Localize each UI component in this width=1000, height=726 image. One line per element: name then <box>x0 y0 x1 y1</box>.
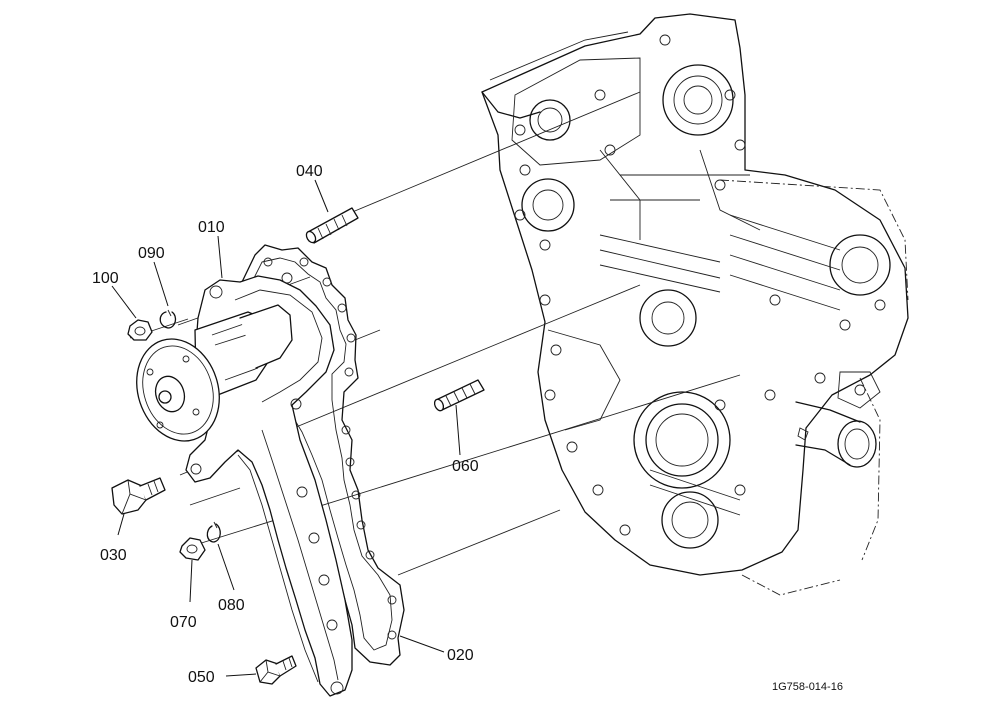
callout-080: 080 <box>218 597 245 614</box>
callout-060: 060 <box>452 458 479 475</box>
callout-090: 090 <box>138 245 165 262</box>
nut-070 <box>179 537 206 561</box>
callout-leaders <box>111 179 461 677</box>
drawing-code: 1G758-014-16 <box>772 681 843 693</box>
callout-070: 070 <box>170 614 197 631</box>
stud-060 <box>433 379 485 412</box>
callout-100: 100 <box>92 270 119 287</box>
callout-020: 020 <box>447 647 474 664</box>
callout-labels: 040 010 090 100 060 030 080 070 020 050 <box>92 163 479 686</box>
callout-040: 040 <box>296 163 323 180</box>
washer-080 <box>206 521 221 543</box>
bolt-030 <box>111 477 166 515</box>
nut-100 <box>127 319 153 341</box>
gear-case-cover <box>481 13 909 596</box>
stud-040 <box>305 207 359 244</box>
washer-090 <box>159 309 177 329</box>
water-pump-body-010 <box>136 272 353 697</box>
callout-010: 010 <box>198 219 225 236</box>
bolt-050 <box>255 655 297 685</box>
callout-030: 030 <box>100 547 127 564</box>
callout-050: 050 <box>188 669 215 686</box>
